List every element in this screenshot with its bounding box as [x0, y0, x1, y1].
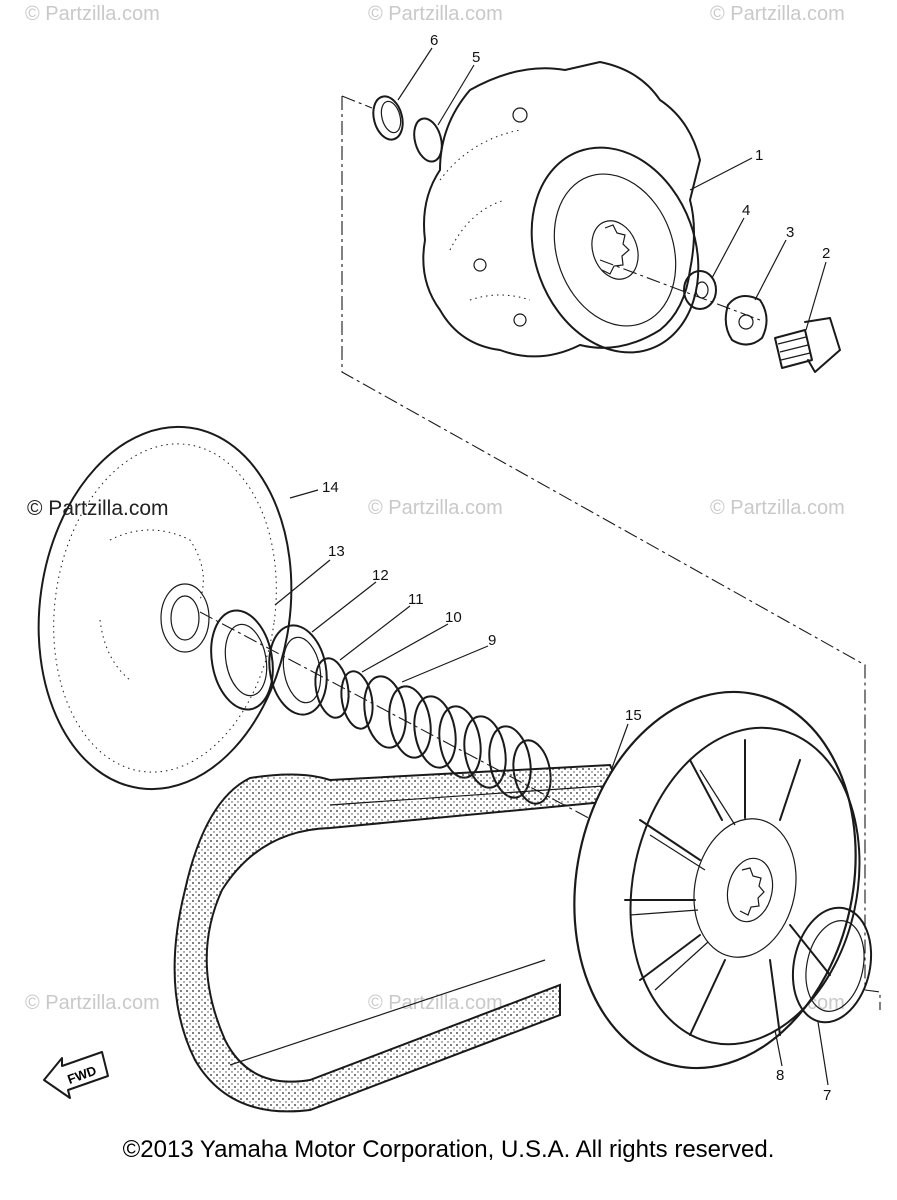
primary-sheave-housing [422, 61, 701, 358]
callout-10: 10 [445, 609, 462, 626]
bearing [210, 609, 274, 711]
callout-14: 14 [322, 479, 339, 496]
lock-washer [724, 295, 768, 346]
callout-4: 4 [742, 202, 750, 219]
bolt [774, 317, 841, 373]
washer [683, 270, 717, 310]
callout-13: 13 [328, 543, 345, 560]
copyright-notice: ©2013 Yamaha Motor Corporation, U.S.A. A… [122, 1136, 775, 1163]
sliding-sheave [37, 425, 293, 791]
watermark: © Partzilla.com [25, 3, 160, 25]
watermark: © Partzilla.com [27, 497, 169, 520]
fwd-label: FWD [65, 1063, 98, 1087]
watermark: © Partzilla.com [368, 3, 503, 25]
callout-8: 8 [776, 1067, 784, 1084]
watermark: © Partzilla.com [710, 497, 845, 519]
callout-5: 5 [472, 49, 480, 66]
callout-12: 12 [372, 567, 389, 584]
oil-seal [372, 95, 404, 141]
callout-9: 9 [488, 632, 496, 649]
watermark: © Partzilla.com [25, 992, 160, 1014]
spacer-ring [314, 657, 350, 719]
callout-15: 15 [625, 707, 642, 724]
callout-labels: 6 5 1 4 3 2 14 13 12 11 10 9 15 8 7 [322, 32, 831, 1104]
leader-lines [274, 47, 829, 1086]
callout-11: 11 [408, 591, 424, 608]
callout-2: 2 [822, 245, 830, 262]
callout-1: 1 [755, 147, 763, 164]
spring-seat [340, 670, 374, 730]
callout-3: 3 [786, 224, 794, 241]
reference-lines [199, 95, 881, 1010]
watermark: © Partzilla.com [368, 497, 503, 519]
watermark: © Partzilla.com [368, 992, 503, 1014]
forward-arrow-icon: FWD [43, 1051, 109, 1099]
sheave-collar-ring [791, 906, 873, 1024]
circlip [413, 117, 443, 163]
fixed-sheave-fan [573, 690, 861, 1070]
callout-7: 7 [823, 1087, 831, 1104]
drive-belt [173, 763, 627, 1113]
callout-6: 6 [430, 32, 438, 49]
watermark: © Partzilla.com [710, 3, 845, 25]
collar [268, 624, 328, 716]
